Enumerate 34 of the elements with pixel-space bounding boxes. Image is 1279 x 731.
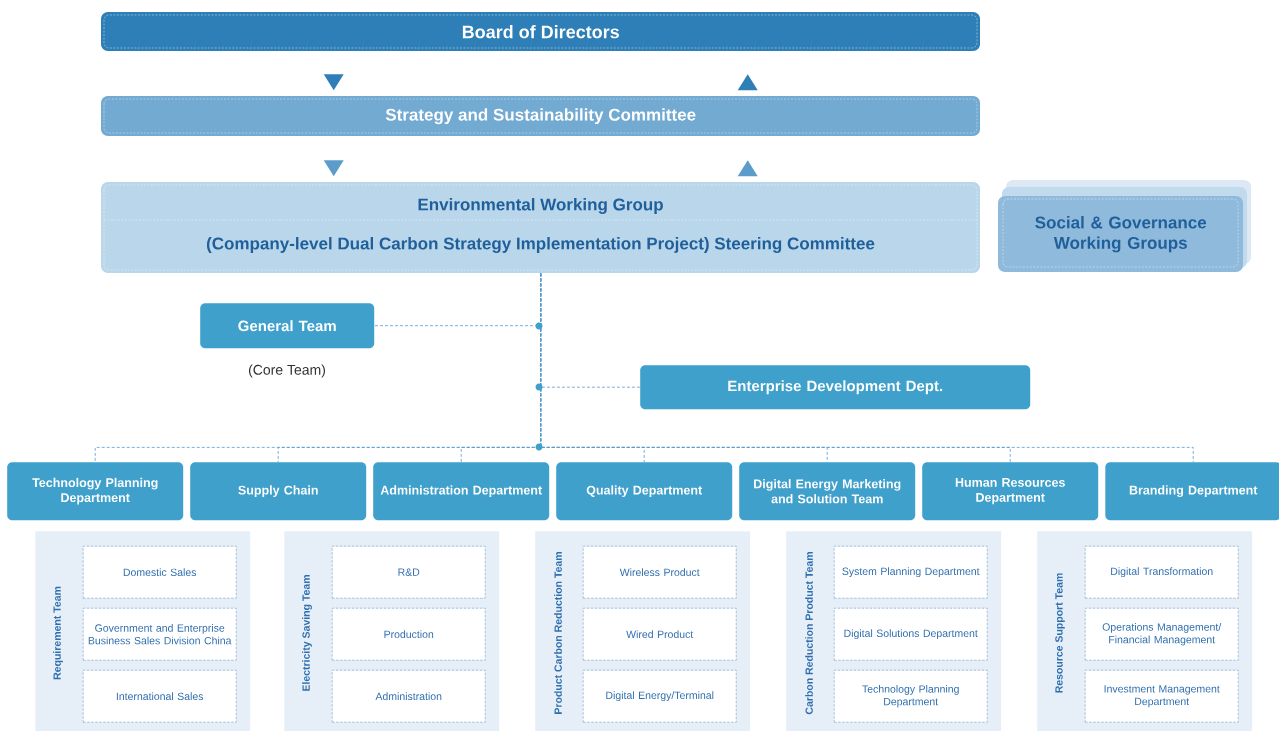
unit-box: Government and Enterprise Business Sales Division China [83, 608, 237, 661]
unit-box: Investment Management Department [1085, 670, 1239, 723]
committee-box: Strategy and Sustainability Committee [101, 96, 980, 136]
direction-triangle [737, 74, 758, 91]
unit-box: Digital Solutions Department [834, 608, 988, 661]
unit-box: Administration [332, 670, 486, 723]
unit-box: Domestic Sales [83, 546, 237, 599]
unit-box: Digital Energy/Terminal [583, 670, 737, 723]
beside-note: (Core Team) [248, 364, 326, 378]
department-box: Quality Department [556, 462, 733, 521]
stacked-group-box: Social & Governance Working Groups [998, 180, 1251, 272]
direction-triangle [323, 74, 344, 91]
team-box: General Team [200, 303, 375, 349]
unit-box: System Planning Department [834, 546, 988, 599]
direction-triangle [323, 160, 344, 177]
department-box: Technology Planning Department [7, 462, 184, 521]
unit-box: Wired Product [583, 608, 737, 661]
unit-box: Production [332, 608, 486, 661]
unit-box: International Sales [83, 670, 237, 723]
department-box: Administration Department [373, 462, 550, 521]
unit-box: R&D [332, 546, 486, 599]
team-box: Enterprise Development Dept. [640, 365, 1031, 410]
unit-box: Operations Management/ Financial Management [1085, 608, 1239, 661]
department-box: Digital Energy Marketing and Solution Team [739, 462, 916, 521]
unit-box: Digital Transformation [1085, 546, 1239, 599]
unit-box: Wireless Product [583, 546, 737, 599]
direction-triangle [737, 160, 758, 177]
board-box: Board of Directors [101, 12, 980, 51]
group-box: Environmental Working Group (Company-level Dual Carbon Strategy Implementation Project) Steering Committee [101, 182, 980, 273]
department-box: Branding Department [1105, 462, 1279, 521]
unit-box: Technology Planning Department [834, 670, 988, 723]
department-box: Supply Chain [190, 462, 367, 521]
connector-line [540, 273, 1194, 463]
department-box: Human Resources Department [922, 462, 1099, 521]
